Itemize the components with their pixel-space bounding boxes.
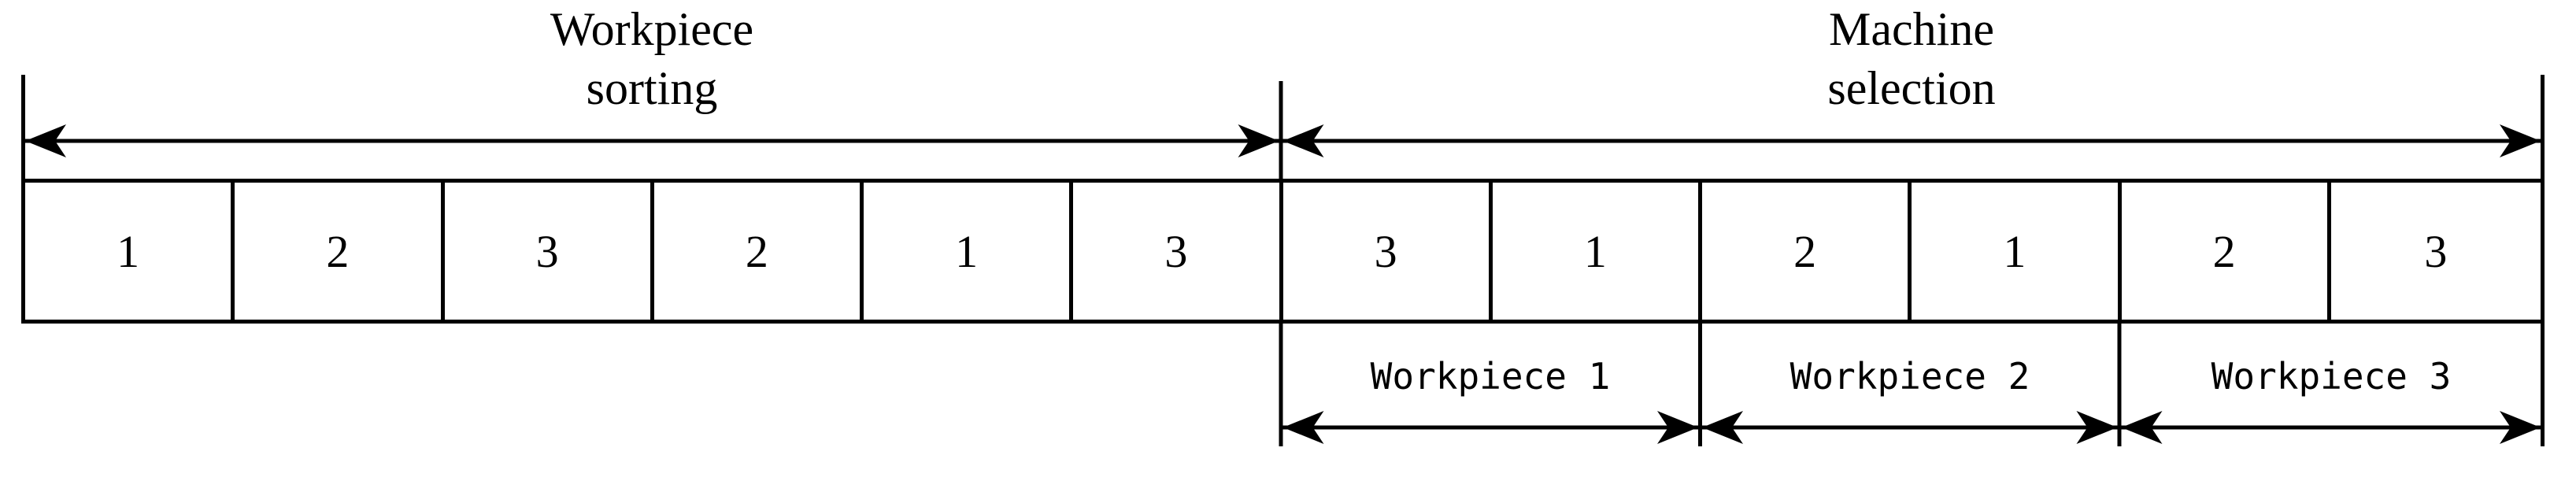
gene-cell-7: 3 bbox=[1283, 183, 1493, 320]
gene-cell-9: 2 bbox=[1702, 183, 1912, 320]
workpiece-sorting-label: Workpiece sorting bbox=[550, 0, 753, 118]
machine-selection-label-line1: Machine bbox=[1829, 3, 1994, 55]
workpiece-1-span-arrow bbox=[1282, 411, 1698, 444]
gene-cell-8: 1 bbox=[1493, 183, 1702, 320]
gene-cell-5: 1 bbox=[864, 183, 1074, 320]
chromosome-strip: 1 2 3 2 1 3 3 1 2 1 2 3 bbox=[21, 179, 2545, 324]
arrowhead-right-icon bbox=[2500, 124, 2541, 157]
gene-cell-6: 3 bbox=[1073, 183, 1283, 320]
gene-value: 1 bbox=[955, 225, 979, 277]
arrowhead-left-icon bbox=[1282, 411, 1324, 444]
gene-cell-2: 2 bbox=[235, 183, 445, 320]
arrowhead-right-icon bbox=[1657, 411, 1698, 444]
gene-value: 3 bbox=[1164, 225, 1188, 277]
workpiece-sorting-span-arrow bbox=[25, 124, 1279, 157]
workpiece-3-label: Workpiece 3 bbox=[2211, 355, 2452, 398]
machine-selection-span-arrow bbox=[1282, 124, 2541, 157]
gene-value: 2 bbox=[1793, 225, 1817, 277]
gene-cell-10: 1 bbox=[1912, 183, 2122, 320]
gene-value: 3 bbox=[2424, 225, 2448, 277]
gene-cell-11: 2 bbox=[2122, 183, 2331, 320]
machine-selection-label-line2: selection bbox=[1827, 62, 1996, 114]
gene-value: 3 bbox=[1374, 225, 1397, 277]
arrowhead-right-icon bbox=[2076, 411, 2118, 444]
gene-cell-3: 3 bbox=[445, 183, 654, 320]
gene-value: 1 bbox=[2003, 225, 2026, 277]
gene-value: 2 bbox=[745, 225, 768, 277]
arrowhead-left-icon bbox=[1282, 124, 1324, 157]
workpiece-2-label: Workpiece 2 bbox=[1790, 355, 2030, 398]
arrowhead-left-icon bbox=[2121, 411, 2163, 444]
gene-cell-12: 3 bbox=[2331, 183, 2541, 320]
workpiece-2-span-arrow bbox=[1702, 411, 2118, 444]
workpiece-3-span-arrow bbox=[2121, 411, 2541, 444]
group-divider-lines bbox=[1279, 322, 2545, 446]
gene-cell-1: 1 bbox=[25, 183, 235, 320]
gene-value: 3 bbox=[535, 225, 559, 277]
arrowhead-right-icon bbox=[2500, 411, 2541, 444]
gene-value: 2 bbox=[326, 225, 350, 277]
workpiece-1-label: Workpiece 1 bbox=[1370, 355, 1611, 398]
arrowhead-left-icon bbox=[25, 124, 66, 157]
arrowhead-right-icon bbox=[1238, 124, 1279, 157]
gene-cell-4: 2 bbox=[654, 183, 864, 320]
machine-selection-label: Machine selection bbox=[1827, 0, 1995, 118]
arrowhead-left-icon bbox=[1702, 411, 1743, 444]
gene-value: 1 bbox=[1583, 225, 1607, 277]
workpiece-sorting-label-line2: sorting bbox=[586, 62, 718, 114]
workpiece-sorting-label-line1: Workpiece bbox=[550, 3, 754, 55]
gene-value: 2 bbox=[2212, 225, 2236, 277]
gene-value: 1 bbox=[117, 225, 140, 277]
